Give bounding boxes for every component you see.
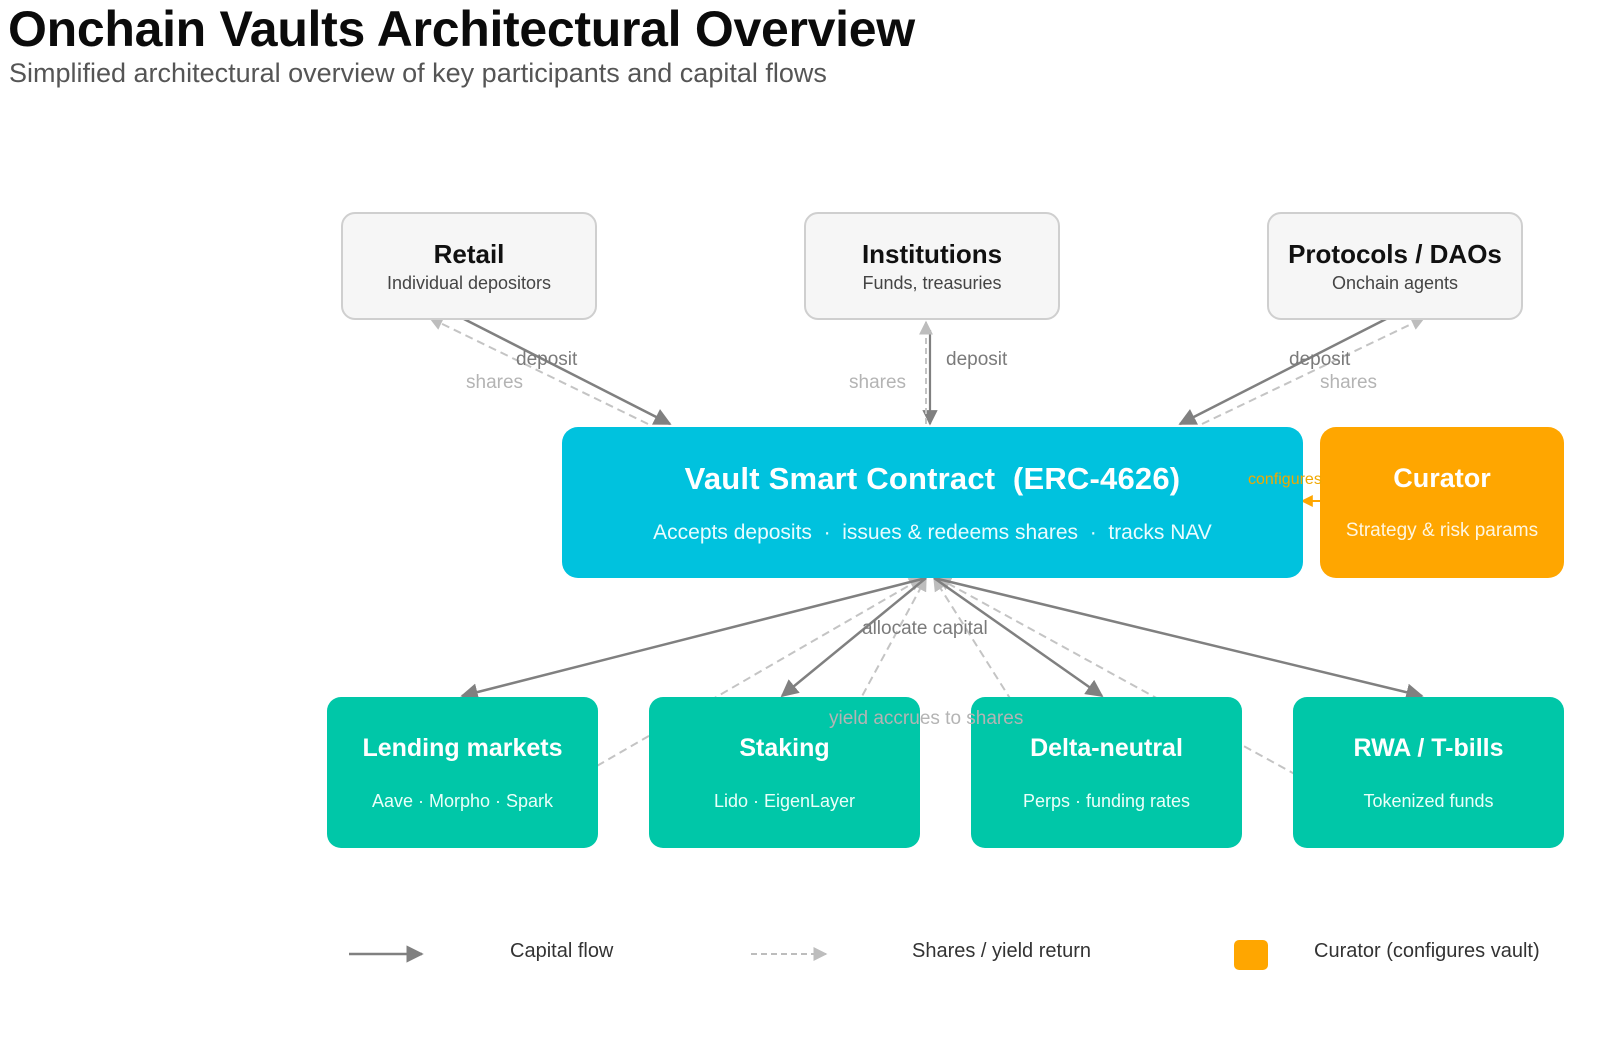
curator-node: Curator Strategy & risk params [1320, 427, 1564, 578]
staking-node: Staking Lido · EigenLayer [649, 697, 920, 848]
institutions-node: Institutions Funds, treasuries [804, 212, 1060, 320]
rwa-title: RWA / T-bills [1353, 733, 1504, 762]
curator-desc: Strategy & risk params [1345, 520, 1539, 541]
yield-accrues-label: yield accrues to shares [829, 708, 1024, 729]
configures-label: configures [1248, 471, 1322, 488]
delta-neutral-desc: Perps · funding rates [1022, 790, 1191, 811]
curator-title: Curator [1393, 463, 1491, 493]
protocols-deposit-label: deposit [1289, 349, 1351, 370]
rwa-desc: Tokenized funds [1363, 790, 1494, 811]
lending-title: Lending markets [362, 733, 563, 762]
lending-allocate-arrow [460, 576, 927, 701]
delta-neutral-title: Delta-neutral [1030, 733, 1183, 762]
retail-shares-label: shares [466, 372, 524, 393]
retail-title: Retail [433, 238, 505, 269]
vault-desc: Accepts deposits · issues & redeems shar… [653, 520, 1212, 544]
staking-yield-arrow [781, 576, 927, 845]
protocols-title: Protocols / DAOs [1288, 238, 1502, 269]
rwa-allocate-arrow [933, 576, 1424, 701]
protocols-shares-label: shares [1320, 372, 1378, 393]
protocols-shares-arrow [1201, 317, 1426, 425]
protocols-desc: Onchain agents [1331, 272, 1459, 293]
institutions-title: Institutions [861, 238, 1003, 269]
institutions-shares-label: shares [849, 372, 907, 393]
delta-allocate-arrow [933, 576, 1104, 698]
legend-shares-label: Shares / yield return [912, 940, 1091, 962]
vault-title: Vault Smart Contract (ERC-4626) [684, 460, 1181, 496]
legend-capital-label: Capital flow [510, 940, 614, 962]
staking-title: Staking [739, 733, 830, 762]
lending-desc: Aave · Morpho · Spark [371, 790, 554, 811]
retail-shares-arrow [428, 317, 649, 425]
vault-node: Vault Smart Contract (ERC-4626) Accepts … [562, 427, 1303, 578]
institutions-deposit-label: deposit [946, 349, 1008, 370]
legend-curator-swatch [1234, 940, 1268, 970]
institutions-desc: Funds, treasuries [862, 272, 1002, 293]
staking-desc: Lido · EigenLayer [713, 790, 856, 811]
protocols-deposit-arrow [1178, 316, 1389, 426]
allocate-capital-label: allocate capital [862, 618, 988, 639]
diagram-subtitle: Simplified architectural overview of key… [9, 58, 827, 88]
delta-neutral-node: Delta-neutral Perps · funding rates [971, 697, 1242, 848]
protocols-node: Protocols / DAOs Onchain agents [1267, 212, 1523, 320]
staking-allocate-arrow [780, 577, 927, 698]
rwa-node: RWA / T-bills Tokenized funds [1293, 697, 1564, 848]
retail-node: Retail Individual depositors [341, 212, 597, 320]
retail-deposit-label: deposit [516, 349, 578, 370]
diagram-title: Onchain Vaults Architectural Overview [8, 1, 915, 57]
retail-desc: Individual depositors [386, 272, 552, 293]
legend-curator-label: Curator (configures vault) [1314, 940, 1540, 962]
retail-deposit-arrow [461, 316, 672, 426]
lending-node: Lending markets Aave · Morpho · Spark [327, 697, 598, 848]
